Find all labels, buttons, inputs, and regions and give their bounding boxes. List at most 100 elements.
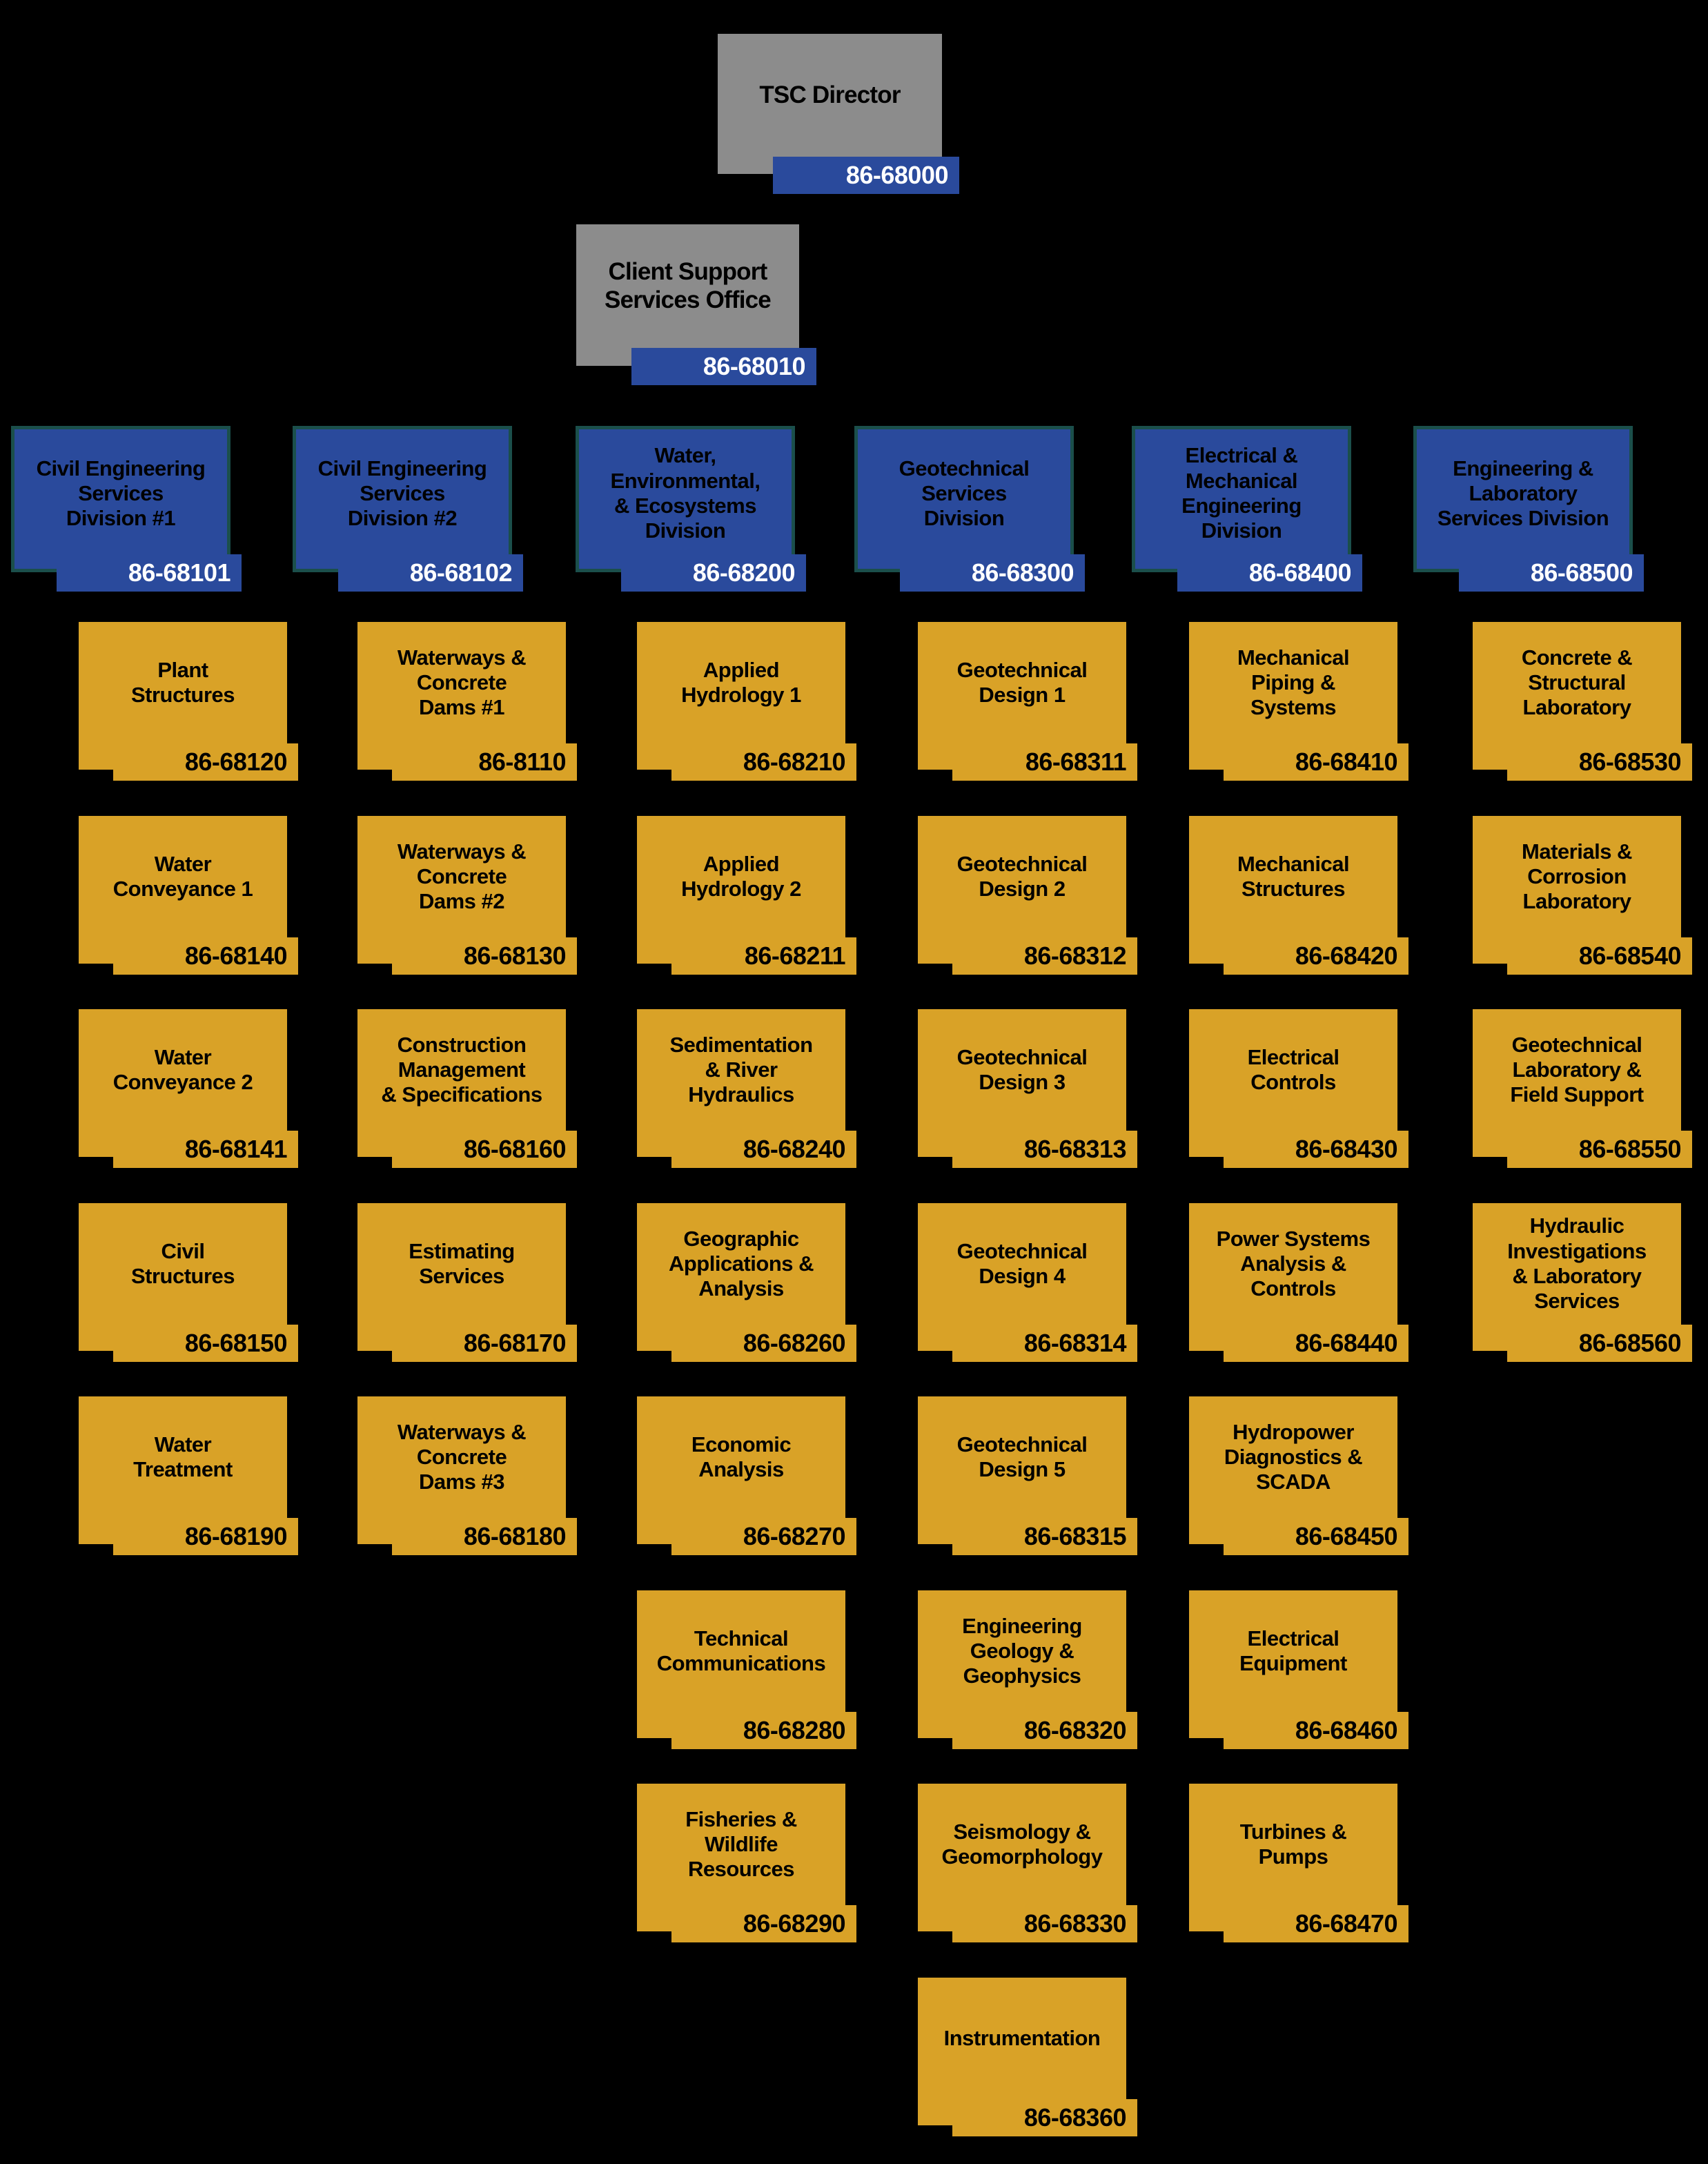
unit-2-4-code: 86-68170 bbox=[463, 1329, 567, 1357]
unit-4-6-code: 86-68320 bbox=[1023, 1716, 1127, 1744]
division-1-box: Civil Engineering Services Division #1 bbox=[11, 426, 230, 572]
office-label: Client Support Services Office bbox=[605, 257, 772, 313]
unit-3-3-label: Sedimentation & River Hydraulics bbox=[669, 1032, 813, 1107]
division-6-box: Engineering & Laboratory Services Divisi… bbox=[1413, 426, 1633, 572]
unit-3-3-code: 86-68240 bbox=[743, 1135, 846, 1163]
division-4-code-badge: 86-68300 bbox=[900, 554, 1085, 592]
division-2-box: Civil Engineering Services Division #2 bbox=[293, 426, 512, 572]
unit-4-7-label: Seismology & Geomorphology bbox=[941, 1819, 1103, 1869]
unit-4-4-code: 86-68314 bbox=[1023, 1329, 1127, 1357]
unit-6-2-code: 86-68540 bbox=[1578, 942, 1682, 970]
unit-2-4-label: Estimating Services bbox=[409, 1238, 515, 1288]
unit-6-4-label: Hydraulic Investigations & Laboratory Se… bbox=[1507, 1213, 1647, 1314]
unit-4-3-code: 86-68313 bbox=[1023, 1135, 1127, 1163]
unit-5-2-label: Mechanical Structures bbox=[1237, 851, 1350, 901]
unit-4-8-code: 86-68360 bbox=[1023, 2103, 1127, 2132]
division-4-label: Geotechnical Services Division bbox=[899, 456, 1030, 531]
unit-3-4-code: 86-68260 bbox=[743, 1329, 846, 1357]
unit-4-4-code-badge: 86-68314 bbox=[952, 1325, 1137, 1362]
unit-1-4-code: 86-68150 bbox=[184, 1329, 288, 1357]
unit-4-1-code: 86-68311 bbox=[1025, 748, 1127, 776]
office-code: 86-68010 bbox=[703, 352, 806, 380]
unit-5-5-label: Hydropower Diagnostics & SCADA bbox=[1224, 1419, 1363, 1494]
unit-4-5-label: Geotechnical Design 5 bbox=[956, 1432, 1088, 1481]
unit-5-6-label: Electrical Equipment bbox=[1239, 1626, 1347, 1675]
unit-3-1-code: 86-68210 bbox=[743, 748, 846, 776]
division-6-label: Engineering & Laboratory Services Divisi… bbox=[1437, 456, 1609, 531]
division-5-code: 86-68400 bbox=[1248, 558, 1352, 587]
unit-3-5-code: 86-68270 bbox=[743, 1522, 846, 1550]
unit-5-6-code-badge: 86-68460 bbox=[1224, 1712, 1408, 1749]
unit-1-5-code: 86-68190 bbox=[184, 1522, 288, 1550]
unit-4-8-label: Instrumentation bbox=[943, 2025, 1101, 2050]
unit-1-5-code-badge: 86-68190 bbox=[113, 1518, 298, 1555]
division-5-code-badge: 86-68400 bbox=[1177, 554, 1362, 592]
division-2-label: Civil Engineering Services Division #2 bbox=[317, 456, 487, 531]
unit-5-3-label: Electrical Controls bbox=[1247, 1044, 1339, 1094]
unit-6-1-label: Concrete & Structural Laboratory bbox=[1521, 645, 1633, 720]
office-code-badge: 86-68010 bbox=[631, 348, 816, 385]
unit-1-4-label: Civil Structures bbox=[130, 1238, 235, 1288]
unit-1-1-label: Plant Structures bbox=[130, 657, 235, 707]
unit-4-2-code: 86-68312 bbox=[1023, 942, 1127, 970]
unit-1-2-code-badge: 86-68140 bbox=[113, 937, 298, 975]
unit-4-1-code-badge: 86-68311 bbox=[952, 743, 1137, 781]
unit-5-1-code-badge: 86-68410 bbox=[1224, 743, 1408, 781]
unit-4-8-code-badge: 86-68360 bbox=[952, 2099, 1137, 2136]
unit-3-1-code-badge: 86-68210 bbox=[671, 743, 856, 781]
unit-4-6-code-badge: 86-68320 bbox=[952, 1712, 1137, 1749]
division-2-code-badge: 86-68102 bbox=[338, 554, 523, 592]
division-2-code: 86-68102 bbox=[409, 558, 513, 587]
unit-5-7-code: 86-68470 bbox=[1295, 1909, 1398, 1938]
unit-5-3-code: 86-68430 bbox=[1295, 1135, 1398, 1163]
director-label: TSC Director bbox=[759, 81, 901, 108]
unit-1-2-code: 86-68140 bbox=[184, 942, 288, 970]
unit-6-3-code-badge: 86-68550 bbox=[1507, 1131, 1692, 1168]
unit-6-3-label: Geotechnical Laboratory & Field Support bbox=[1510, 1032, 1644, 1107]
division-3-code-badge: 86-68200 bbox=[621, 554, 806, 592]
unit-4-6-label: Engineering Geology & Geophysics bbox=[962, 1613, 1082, 1688]
unit-5-4-label: Power Systems Analysis & Controls bbox=[1216, 1226, 1371, 1301]
unit-3-6-code-badge: 86-68280 bbox=[671, 1712, 856, 1749]
unit-2-2-code: 86-68130 bbox=[463, 942, 567, 970]
unit-4-2-label: Geotechnical Design 2 bbox=[956, 851, 1088, 901]
division-4-code: 86-68300 bbox=[971, 558, 1074, 587]
unit-3-5-code-badge: 86-68270 bbox=[671, 1518, 856, 1555]
unit-1-1-code: 86-68120 bbox=[184, 748, 288, 776]
unit-6-4-code: 86-68560 bbox=[1578, 1329, 1682, 1357]
unit-2-2-label: Waterways & Concrete Dams #2 bbox=[397, 839, 527, 914]
unit-3-7-label: Fisheries & Wildlife Resources bbox=[685, 1806, 797, 1882]
unit-2-2-code-badge: 86-68130 bbox=[392, 937, 577, 975]
unit-2-5-code-badge: 86-68180 bbox=[392, 1518, 577, 1555]
division-5-label: Electrical & Mechanical Engineering Divi… bbox=[1181, 443, 1302, 543]
unit-2-4-code-badge: 86-68170 bbox=[392, 1325, 577, 1362]
division-3-code: 86-68200 bbox=[692, 558, 796, 587]
unit-5-5-code: 86-68450 bbox=[1295, 1522, 1398, 1550]
unit-5-2-code-badge: 86-68420 bbox=[1224, 937, 1408, 975]
unit-5-5-code-badge: 86-68450 bbox=[1224, 1518, 1408, 1555]
director-code-badge: 86-68000 bbox=[773, 157, 959, 194]
unit-2-3-code: 86-68160 bbox=[463, 1135, 567, 1163]
unit-1-5-label: Water Treatment bbox=[133, 1432, 233, 1481]
unit-3-2-label: Applied Hydrology 2 bbox=[681, 851, 801, 901]
division-1-label: Civil Engineering Services Division #1 bbox=[36, 456, 206, 531]
division-3-box: Water, Environmental, & Ecosystems Divis… bbox=[576, 426, 795, 572]
unit-5-4-code-badge: 86-68440 bbox=[1224, 1325, 1408, 1362]
unit-4-3-label: Geotechnical Design 3 bbox=[956, 1044, 1088, 1094]
unit-4-1-label: Geotechnical Design 1 bbox=[956, 657, 1088, 707]
unit-2-1-code-badge: 86-8110 bbox=[392, 743, 577, 781]
unit-3-5-label: Economic Analysis bbox=[691, 1432, 792, 1481]
office-box: Client Support Services Office bbox=[576, 224, 799, 366]
unit-3-7-code: 86-68290 bbox=[743, 1909, 846, 1938]
unit-4-4-label: Geotechnical Design 4 bbox=[956, 1238, 1088, 1288]
unit-1-3-code-badge: 86-68141 bbox=[113, 1131, 298, 1168]
unit-1-2-label: Water Conveyance 1 bbox=[112, 851, 253, 901]
unit-3-7-code-badge: 86-68290 bbox=[671, 1905, 856, 1942]
unit-4-7-code: 86-68330 bbox=[1023, 1909, 1127, 1938]
unit-4-3-code-badge: 86-68313 bbox=[952, 1131, 1137, 1168]
unit-2-5-code: 86-68180 bbox=[463, 1522, 567, 1550]
unit-5-7-code-badge: 86-68470 bbox=[1224, 1905, 1408, 1942]
unit-6-3-code: 86-68550 bbox=[1578, 1135, 1682, 1163]
unit-6-2-code-badge: 86-68540 bbox=[1507, 937, 1692, 975]
